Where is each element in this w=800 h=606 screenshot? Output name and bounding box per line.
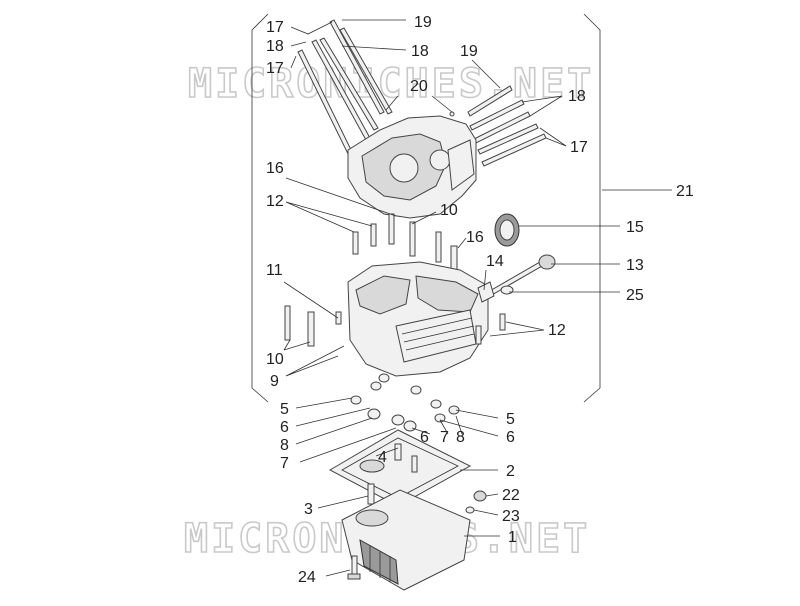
callout-17: 17: [266, 60, 284, 77]
leader-lines: [283, 19, 672, 577]
callout-18: 18: [266, 38, 284, 55]
group-bracket-left: [251, 13, 269, 403]
callout-10: 10: [266, 351, 284, 368]
pickup-tubes: [367, 443, 487, 514]
callout-22: 22: [502, 487, 520, 504]
nuts-and-washers: [350, 373, 460, 432]
callout-10: 10: [440, 202, 458, 219]
callout-6: 6: [506, 429, 515, 446]
oil-pan: [341, 489, 471, 591]
callout-5: 5: [280, 401, 289, 418]
callout-4: 4: [378, 449, 387, 466]
callout-7: 7: [440, 429, 449, 446]
head-bolts-right: [449, 85, 547, 167]
callout-21: 21: [676, 183, 694, 200]
drain-bolt: [347, 555, 361, 580]
callout-24: 24: [298, 569, 316, 586]
oil-seal-part: [494, 213, 520, 247]
callout-labels: 19 17 18 18 17 19 20 18 17 21 16 12 10 1…: [266, 14, 694, 586]
group-bracket-right: [583, 13, 601, 403]
studs-left: [284, 305, 506, 347]
callout-12: 12: [266, 193, 284, 210]
callout-8: 8: [456, 429, 465, 446]
callout-11: 11: [266, 262, 283, 279]
callout-7: 7: [280, 455, 289, 472]
oil-pan-gasket: [328, 429, 472, 507]
callout-2: 2: [506, 463, 515, 480]
callout-6: 6: [280, 419, 289, 436]
callout-5: 5: [506, 411, 515, 428]
watermark-top: MICRONICHES.NET: [188, 61, 594, 107]
callout-14: 14: [486, 253, 504, 270]
callout-16: 16: [466, 229, 484, 246]
callout-20: 20: [410, 78, 428, 95]
callout-15: 15: [626, 219, 644, 236]
callout-16: 16: [266, 160, 284, 177]
callout-19: 19: [414, 14, 432, 31]
callout-8: 8: [280, 437, 289, 454]
callout-18: 18: [411, 43, 429, 60]
callout-3: 3: [304, 501, 313, 518]
tie-rods-upper: [297, 19, 393, 163]
callout-6: 6: [420, 429, 429, 446]
callout-12: 12: [548, 322, 566, 339]
callout-9: 9: [270, 373, 279, 390]
callout-23: 23: [502, 508, 520, 525]
callout-19: 19: [460, 43, 478, 60]
callout-17: 17: [266, 19, 284, 36]
callout-25: 25: [626, 287, 644, 304]
studs-upper-row: [352, 213, 458, 271]
lower-crankcase-half: [347, 261, 495, 377]
callout-17: 17: [570, 139, 588, 156]
callout-18: 18: [568, 88, 586, 105]
upper-crankcase-half: [347, 115, 477, 219]
callout-1: 1: [508, 529, 517, 546]
dipstick-part: [487, 254, 556, 297]
callout-13: 13: [626, 257, 644, 274]
